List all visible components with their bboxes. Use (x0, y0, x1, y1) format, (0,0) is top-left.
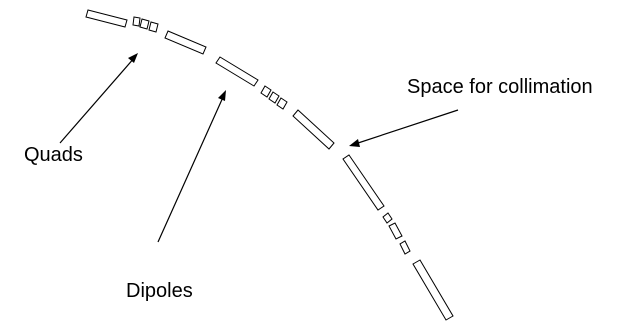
quad-2b (268, 91, 280, 104)
dipole-6 (412, 259, 454, 321)
quad-1b (139, 18, 150, 30)
dipoles-label: Dipoles (126, 280, 193, 302)
quads-arrow (59, 53, 138, 144)
quad-1c (148, 21, 159, 33)
dipole-4 (292, 109, 335, 150)
quad-3c (399, 240, 411, 255)
quad-3a (382, 212, 393, 224)
quad-1a (132, 16, 141, 27)
dipole-2 (164, 30, 207, 55)
quad-2c (276, 97, 288, 110)
quad-2a (260, 85, 272, 98)
dipole-5 (342, 154, 385, 211)
beamline-elements (85, 9, 454, 321)
collimation-label: Space for collimation (407, 76, 593, 98)
quads-label: Quads (24, 144, 83, 166)
dipole-1 (85, 9, 128, 28)
dipole-3 (215, 56, 259, 87)
quad-3b (388, 222, 403, 240)
collimation-arrow (349, 109, 459, 147)
dipoles-arrow (157, 90, 226, 243)
